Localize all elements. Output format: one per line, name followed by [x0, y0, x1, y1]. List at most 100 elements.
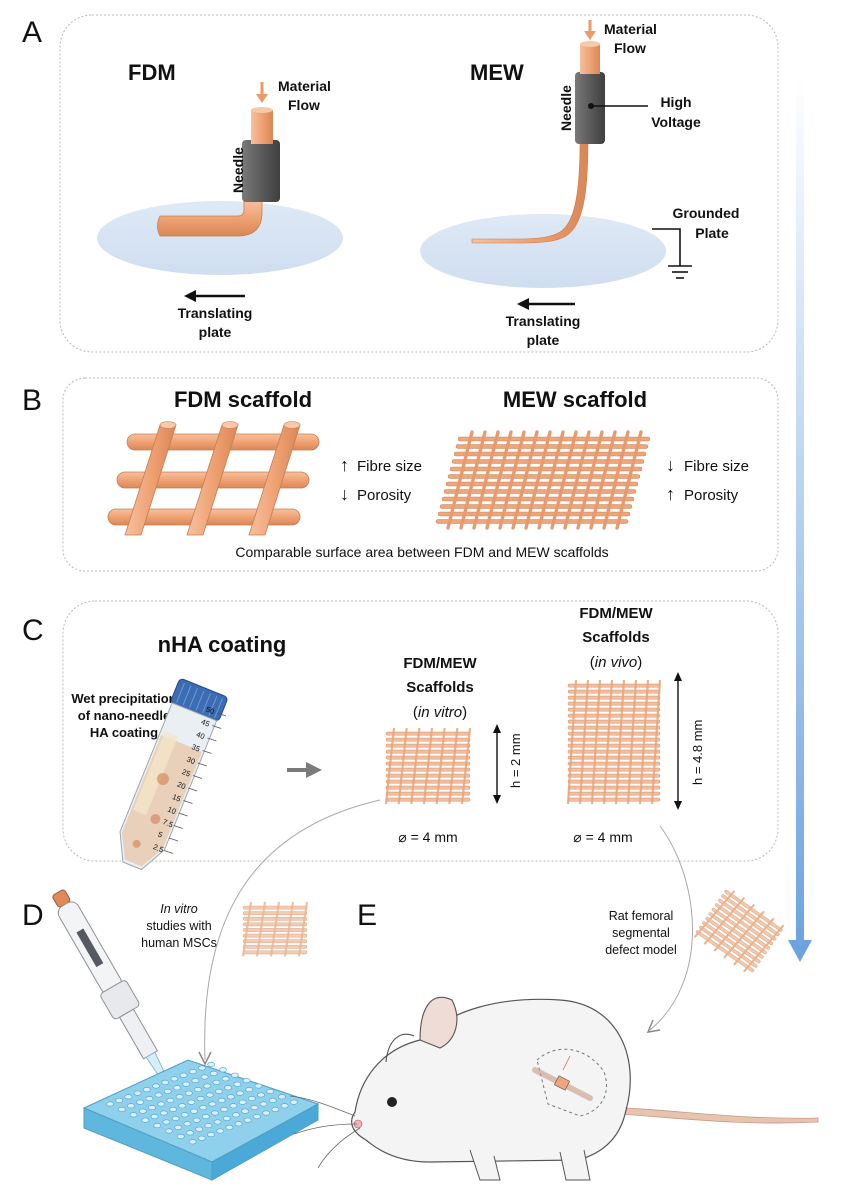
- wet-precip-label-2: of nano-needle: [78, 708, 170, 723]
- stack-strut: [241, 901, 253, 957]
- mew-ground-label-2: Plate: [695, 225, 729, 241]
- stack-strut: [566, 679, 578, 805]
- stack-strut: [602, 679, 614, 805]
- mew-fibre-vertical: [485, 430, 513, 530]
- stack-layer: [242, 950, 308, 955]
- tube-tick-label: 25: [181, 767, 192, 778]
- mew-fibre-vertical: [589, 430, 617, 530]
- panel-a: A FDM Material Flow Needle Translating p…: [22, 14, 779, 353]
- stack-strut: [638, 679, 650, 805]
- mew-title: MEW: [470, 60, 524, 85]
- connector-to-invivo: [649, 825, 693, 1031]
- invitro-scaffold-stack: [384, 727, 472, 805]
- stack-strut: [626, 679, 638, 805]
- fdm-needle: [242, 140, 280, 202]
- stack-strut: [384, 727, 396, 805]
- invivo-label-2: Scaffolds: [582, 629, 650, 646]
- mew-flow-label-2: Flow: [614, 40, 646, 56]
- invitro-height-label: h = 2 mm: [508, 733, 523, 788]
- mew-porosity-up-icon: ↑: [666, 484, 675, 504]
- stack-strut: [435, 727, 446, 805]
- fdm-porosity-down-icon: ↓: [340, 484, 349, 504]
- stack-layer: [567, 779, 661, 784]
- invivo-label-3: (in vivo): [590, 654, 643, 671]
- panel-b-letter: B: [22, 384, 42, 417]
- tube-tick-label: 20: [176, 780, 187, 791]
- invitro-study-label-3: human MSCs: [141, 936, 217, 950]
- mew-fibre-vertical: [459, 430, 487, 530]
- stack-layer: [385, 743, 471, 748]
- stack-strut: [422, 727, 434, 805]
- invitro-diameter-label: ⌀ = 4 mm: [398, 829, 457, 845]
- mew-fibre-vertical: [446, 430, 474, 530]
- mew-hv-label-2: Voltage: [651, 114, 701, 130]
- tube-tick-label: 40: [195, 730, 206, 741]
- panel-a-frame: [59, 14, 779, 353]
- mew-fibre-vertical: [524, 430, 552, 530]
- mew-fibre-horizontal: [457, 436, 651, 442]
- mew-fibre-vertical: [563, 430, 591, 530]
- stack-layer: [567, 713, 661, 718]
- fdm-scaffold-title: FDM scaffold: [174, 387, 312, 412]
- fdm-material-feed: [251, 110, 273, 144]
- panel-b: B FDM scaffold MEW scaffold ↑ Fibre size…: [22, 377, 779, 572]
- stack-layer: [567, 695, 661, 700]
- invivo-scaffold-thumbnail: [693, 889, 785, 973]
- panel-c-frame: [62, 600, 779, 862]
- stack-layer: [567, 737, 661, 742]
- fdm-fibre-label: Fibre size: [357, 458, 422, 475]
- mew-material-feed: [580, 44, 600, 74]
- fdm-flow-label-2: Flow: [288, 97, 320, 113]
- tube-tick-label: 50: [205, 705, 216, 716]
- panel-d: D In vitro studies with human MSCs: [22, 889, 320, 1181]
- tube-tick-label: 7.5: [161, 817, 174, 829]
- mew-fibre-horizontal: [437, 511, 631, 517]
- invivo-label-1: FDM/MEW: [579, 605, 653, 622]
- stack-layer: [567, 725, 661, 730]
- panel-b-frame: [62, 377, 779, 572]
- tube-tick-label: 2.5: [152, 842, 165, 854]
- tube-tick-label: 15: [171, 792, 182, 803]
- tube-tick-label: 35: [190, 742, 201, 753]
- mew-fibre-vertical: [550, 430, 578, 530]
- tube-tick-label: 5: [157, 830, 164, 840]
- mew-fibre-vertical: [537, 430, 565, 530]
- mew-fibre-horizontal: [453, 451, 647, 457]
- fdm-flow-label-1: Material: [278, 78, 331, 94]
- stack-layer: [385, 785, 471, 790]
- mew-fibre-horizontal: [451, 459, 645, 464]
- fdm-porosity-label: Porosity: [357, 487, 412, 504]
- panel-c: C nHA coating Wet precipitation of nano-…: [22, 600, 779, 871]
- stack-strut: [397, 727, 408, 805]
- panel-e-letter: E: [357, 899, 377, 932]
- fdm-plate-label-2: plate: [199, 324, 232, 340]
- stack-layer: [567, 701, 661, 706]
- mew-fibre-horizontal: [441, 496, 635, 502]
- tube-tick-label: 45: [200, 717, 211, 728]
- mew-fibre-horizontal: [435, 519, 629, 524]
- mew-fibre-vertical: [472, 430, 500, 530]
- wet-precip-label-3: HA coating: [90, 725, 158, 740]
- fdm-extruded-fibre: [157, 199, 263, 237]
- mew-plate-label-2: plate: [527, 332, 560, 348]
- fdm-title: FDM: [128, 60, 176, 85]
- stack-layer: [242, 905, 308, 910]
- mew-build-plate: [420, 214, 666, 288]
- stack-strut: [283, 901, 295, 957]
- mew-fibre-horizontal: [445, 481, 639, 487]
- process-arrow: [287, 762, 322, 778]
- stack-strut: [410, 727, 421, 805]
- invitro-label-2: Scaffolds: [406, 679, 474, 696]
- fdm-fibre-up-icon: ↑: [340, 455, 349, 475]
- stack-layer: [242, 911, 308, 915]
- stack-strut: [255, 901, 267, 957]
- rat-icon: [289, 997, 819, 1181]
- fdm-build-plate: [97, 201, 343, 275]
- mew-scaffold: [435, 430, 651, 530]
- mew-fibre-down-icon: ↓: [666, 455, 675, 475]
- well-plate-icon: [82, 1059, 320, 1181]
- tube-tick-label: 10: [166, 805, 177, 816]
- mew-scaffold-title: MEW scaffold: [503, 387, 647, 412]
